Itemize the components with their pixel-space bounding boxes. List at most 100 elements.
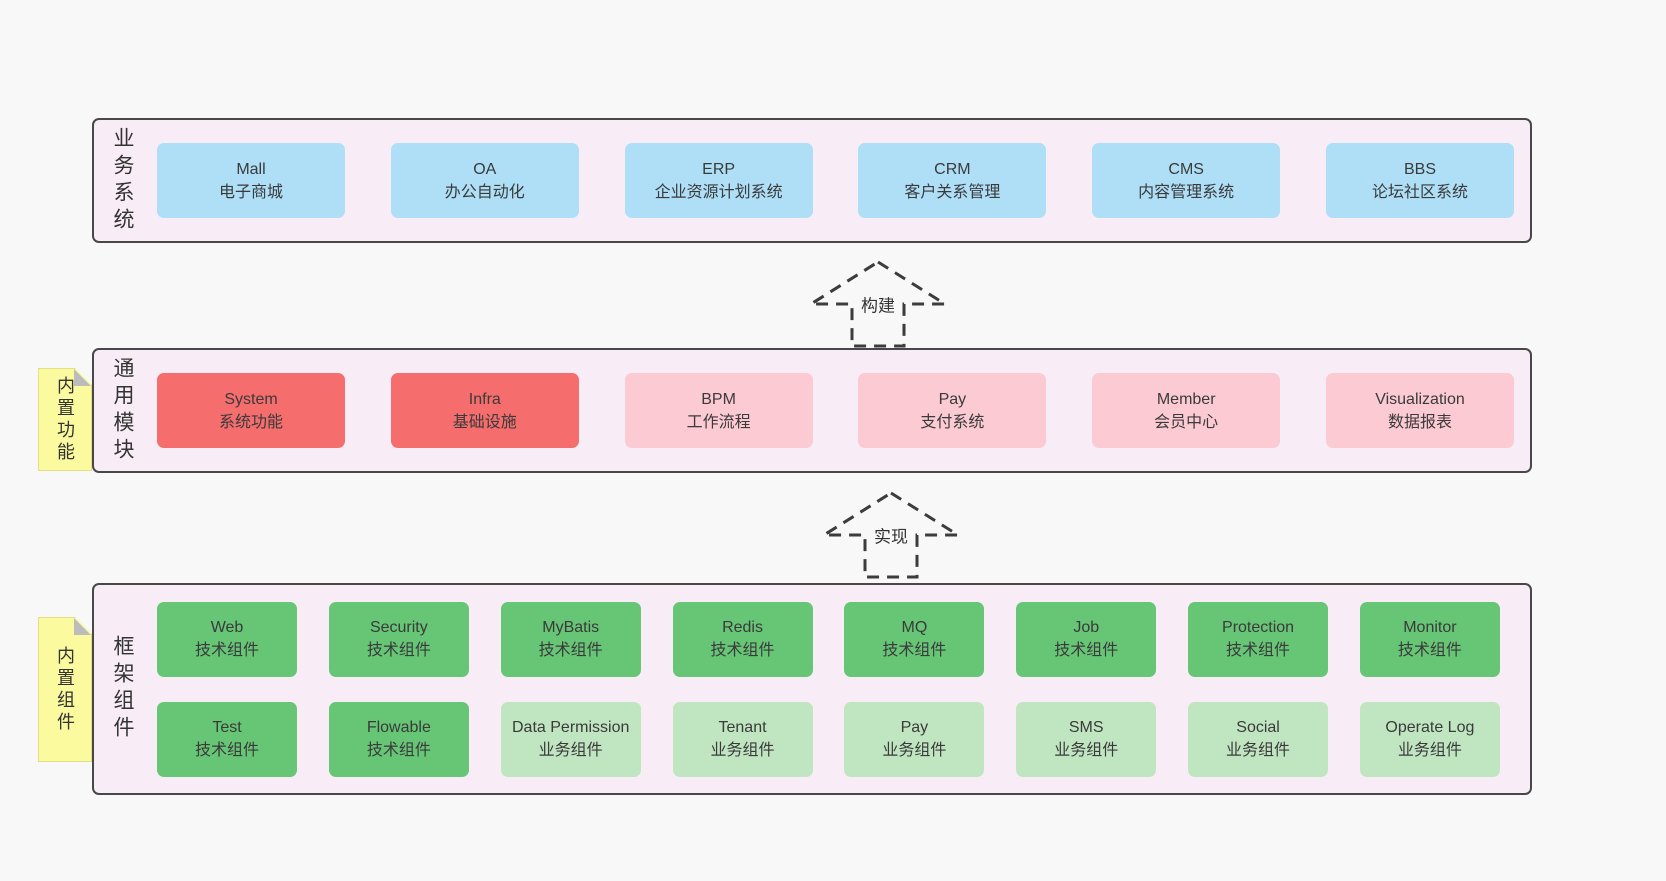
box-subtitle: 工作流程 xyxy=(686,413,751,431)
box-title: Tenant xyxy=(718,719,767,736)
sticky-note-text: 内置功能 xyxy=(55,375,75,464)
band-label-common-modules: 通用模块 xyxy=(111,356,134,465)
box-subtitle: 数据报表 xyxy=(1387,413,1452,431)
band-label-business-systems: 业务系统 xyxy=(111,126,134,235)
box-title: Member xyxy=(1156,390,1216,408)
sticky-note-built-in-features: 内置功能 xyxy=(38,368,92,471)
box-title: ERP xyxy=(702,160,736,178)
box-title: Pay xyxy=(900,719,929,736)
box-title: BBS xyxy=(1403,160,1436,178)
box-subtitle: 技术组件 xyxy=(1226,642,1291,659)
box-pay-module: Pay 支付系统 xyxy=(858,373,1047,448)
box-subtitle: 技术组件 xyxy=(882,642,947,659)
box-subtitle: 业务组件 xyxy=(882,742,947,759)
sticky-note-built-in-components: 内置组件 xyxy=(38,617,92,762)
box-title: Data Permission xyxy=(512,719,630,736)
box-system: System 系统功能 xyxy=(157,373,345,448)
box-member: Member 会员中心 xyxy=(1092,373,1281,448)
box-subtitle: 业务组件 xyxy=(1054,742,1119,759)
box-title: MQ xyxy=(901,619,928,636)
box-visualization: Visualization 数据报表 xyxy=(1325,373,1514,448)
arrow-build: 构建 xyxy=(808,259,948,349)
folded-corner-icon xyxy=(74,369,91,386)
box-subtitle: 企业资源计划系统 xyxy=(654,183,783,201)
arrow-implement: 实现 xyxy=(821,490,961,580)
framework-row-1: Web 技术组件 Security 技术组件 MyBatis 技术组件 Redi… xyxy=(157,601,1500,677)
box-subtitle: 技术组件 xyxy=(538,642,603,659)
box-title: MyBatis xyxy=(542,619,600,636)
box-pay-component: Pay 业务组件 xyxy=(844,701,985,777)
box-subtitle: 内容管理系统 xyxy=(1138,183,1235,201)
box-title: CRM xyxy=(934,160,971,178)
box-bbs: BBS 论坛社区系统 xyxy=(1325,143,1514,218)
box-job: Job 技术组件 xyxy=(1016,601,1157,677)
box-subtitle: 办公自动化 xyxy=(444,183,525,201)
box-title: Flowable xyxy=(366,719,431,736)
box-subtitle: 基础设施 xyxy=(452,413,517,431)
box-subtitle: 技术组件 xyxy=(194,742,259,759)
box-title: Monitor xyxy=(1403,619,1457,636)
box-subtitle: 业务组件 xyxy=(1397,742,1462,759)
box-data-permission: Data Permission 业务组件 xyxy=(500,701,641,777)
box-tenant: Tenant 业务组件 xyxy=(672,701,813,777)
business-systems-boxes: Mall 电子商城 OA 办公自动化 ERP 企业资源计划系统 CRM 客户关系… xyxy=(137,143,1530,218)
box-infra: Infra 基础设施 xyxy=(390,373,579,448)
box-sms: SMS 业务组件 xyxy=(1016,701,1157,777)
box-subtitle: 业务组件 xyxy=(1226,742,1291,759)
box-social: Social 业务组件 xyxy=(1188,701,1329,777)
box-test: Test 技术组件 xyxy=(157,701,297,777)
box-subtitle: 论坛社区系统 xyxy=(1371,183,1468,201)
box-title: Security xyxy=(369,619,428,636)
box-subtitle: 技术组件 xyxy=(1054,642,1119,659)
folded-corner-icon xyxy=(74,618,91,635)
box-cms: CMS 内容管理系统 xyxy=(1092,143,1281,218)
box-subtitle: 支付系统 xyxy=(920,413,985,431)
box-title: Social xyxy=(1236,719,1280,736)
box-title: Protection xyxy=(1222,619,1295,636)
box-subtitle: 会员中心 xyxy=(1154,413,1219,431)
box-flowable: Flowable 技术组件 xyxy=(328,701,469,777)
framework-row-2: Test 技术组件 Flowable 技术组件 Data Permission … xyxy=(157,701,1500,777)
box-operate-log: Operate Log 业务组件 xyxy=(1359,701,1500,777)
framework-components-rows: Web 技术组件 Security 技术组件 MyBatis 技术组件 Redi… xyxy=(137,601,1530,777)
box-mall: Mall 电子商城 xyxy=(157,143,345,218)
box-title: Mall xyxy=(236,160,266,178)
box-subtitle: 客户关系管理 xyxy=(904,183,1001,201)
box-oa: OA 办公自动化 xyxy=(390,143,579,218)
box-subtitle: 系统功能 xyxy=(218,413,283,431)
band-framework-components: 框架组件 Web 技术组件 Security 技术组件 MyBatis 技术组件… xyxy=(92,583,1532,795)
box-title: Visualization xyxy=(1375,390,1465,408)
sticky-note-text: 内置组件 xyxy=(55,645,75,734)
box-mq: MQ 技术组件 xyxy=(844,601,985,677)
box-web: Web 技术组件 xyxy=(157,601,297,677)
box-title: Operate Log xyxy=(1385,719,1475,736)
box-bpm: BPM 工作流程 xyxy=(624,373,813,448)
arrow-build-label: 构建 xyxy=(858,291,898,317)
box-subtitle: 技术组件 xyxy=(366,642,431,659)
box-redis: Redis 技术组件 xyxy=(672,601,813,677)
band-label-framework-components: 框架组件 xyxy=(111,635,134,743)
box-subtitle: 技术组件 xyxy=(366,742,431,759)
box-subtitle: 电子商城 xyxy=(218,183,283,201)
box-title: BPM xyxy=(701,390,736,408)
box-protection: Protection 技术组件 xyxy=(1188,601,1329,677)
box-subtitle: 业务组件 xyxy=(710,742,775,759)
box-subtitle: 技术组件 xyxy=(194,642,259,659)
box-title: System xyxy=(224,390,278,408)
box-monitor: Monitor 技术组件 xyxy=(1359,601,1500,677)
box-title: Web xyxy=(210,619,244,636)
box-title: Pay xyxy=(938,390,967,408)
block-arrow-up-icon xyxy=(808,260,948,348)
box-title: OA xyxy=(473,160,497,178)
box-title: SMS xyxy=(1068,719,1104,736)
box-erp: ERP 企业资源计划系统 xyxy=(624,143,813,218)
box-subtitle: 技术组件 xyxy=(1397,642,1462,659)
box-title: CMS xyxy=(1168,160,1204,178)
band-common-modules: 通用模块 System 系统功能 Infra 基础设施 BPM 工作流程 Pay… xyxy=(92,348,1532,473)
box-mybatis: MyBatis 技术组件 xyxy=(500,601,641,677)
box-title: Redis xyxy=(722,619,763,636)
box-security: Security 技术组件 xyxy=(328,601,469,677)
box-title: Job xyxy=(1073,619,1100,636)
arrow-implement-label: 实现 xyxy=(871,522,911,548)
box-subtitle: 技术组件 xyxy=(710,642,775,659)
